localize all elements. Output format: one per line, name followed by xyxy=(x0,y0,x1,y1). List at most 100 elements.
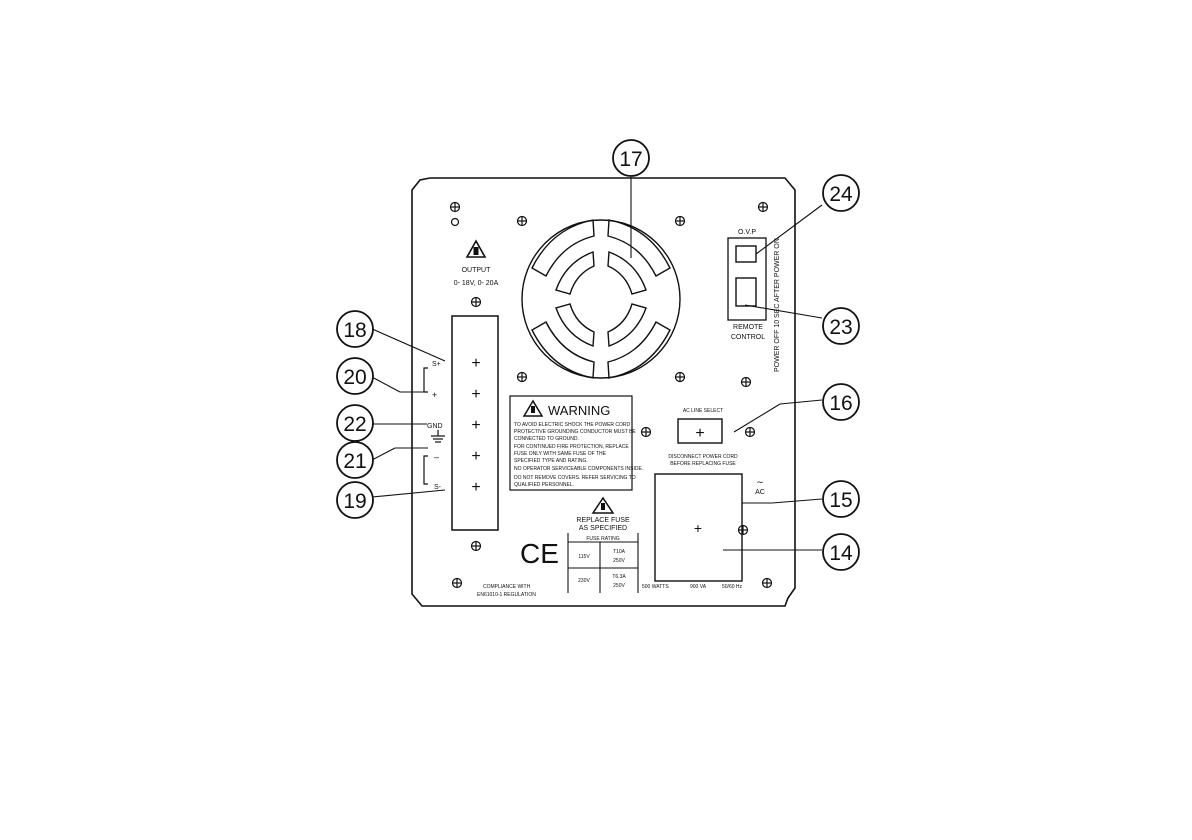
fuse-row-voltage: 230V xyxy=(578,578,590,584)
ac-inlet-symbol: + xyxy=(694,520,702,536)
fuse-hazard-icon xyxy=(591,496,615,514)
power-spec-hz: 50/60 Hz xyxy=(722,584,743,590)
ovp-remote-group xyxy=(727,237,767,321)
warning-line: NO OPERATOR SERVICEABLE COMPONENTS INSID… xyxy=(514,466,643,472)
power-off-note: POWER OFF 10 SEC AFTER POWER ON xyxy=(774,238,781,372)
ac-wave-icon: ∼ xyxy=(756,477,764,487)
mounting-screws xyxy=(449,201,773,589)
terminal-post-3[interactable]: + xyxy=(471,417,480,434)
warning-line: QUALIFIED PERSONNEL. xyxy=(514,482,574,488)
leader-lines xyxy=(369,177,823,551)
callout-number: 19 xyxy=(343,490,366,513)
warning-line: FUSE ONLY WITH SAME FUSE OF THE xyxy=(514,451,607,457)
replace-fuse-line1: REPLACE FUSE xyxy=(576,517,630,524)
callout-number: 22 xyxy=(343,413,366,436)
callout-number: 23 xyxy=(829,316,852,339)
screw-icon xyxy=(761,577,773,589)
warning-line: TO AVOID ELECTRIC SHOCK THE POWER CORD xyxy=(514,422,631,428)
screw-icon xyxy=(740,376,752,388)
fuse-rating-table xyxy=(567,533,639,593)
compliance-line1: COMPLIANCE WITH xyxy=(483,584,531,590)
fan-grille xyxy=(521,219,681,379)
screw-icon xyxy=(470,540,482,552)
terminal-post-1[interactable]: + xyxy=(471,355,480,372)
compliance-line2: EN61010-1 REGULATION xyxy=(477,592,536,598)
ac-line-select-label: AC LINE SELECT xyxy=(683,408,723,414)
callout-numbers: 17 24 23 16 15 14 18 20 22 21 19 xyxy=(343,148,853,565)
callout-17 xyxy=(612,139,650,177)
remote-label-line2: CONTROL xyxy=(731,334,765,341)
warning-line: FOR CONTINUED FIRE PROTECTION, REPLACE xyxy=(514,444,629,450)
ovp-adjust-button[interactable] xyxy=(735,245,757,263)
warning-line: CONNECTED TO GROUND. xyxy=(514,436,579,442)
fuse-row-voltage-rating: 250V xyxy=(613,583,625,589)
callout-number: 15 xyxy=(829,489,852,512)
rear-panel-outline xyxy=(411,177,796,607)
warning-line: DO NOT REMOVE COVERS. REFER SERVICING TO xyxy=(514,475,636,481)
replace-fuse-line2: AS SPECIFIED xyxy=(579,525,627,532)
callout-24 xyxy=(822,174,860,212)
fuse-row-voltage-rating: 250V xyxy=(613,558,625,564)
callout-18 xyxy=(336,310,374,348)
callout-15 xyxy=(822,480,860,518)
screw-icon xyxy=(674,215,686,227)
terminal-post-5[interactable]: + xyxy=(471,479,480,496)
fuse-row-rating: T6.3A xyxy=(612,574,626,580)
terminal-label-s-minus: S- xyxy=(434,484,442,491)
warning-line: PROTECTIVE GROUNDING CONDUCTOR MUST BE xyxy=(514,429,636,435)
callout-19 xyxy=(336,481,374,519)
screw-icon xyxy=(451,577,463,589)
screw-icon xyxy=(640,426,652,438)
callout-21 xyxy=(336,441,374,479)
warning-line: SPECIFIED TYPE AND RATING. xyxy=(514,458,588,464)
screw-icon xyxy=(757,201,769,213)
screw-icon xyxy=(674,371,686,383)
output-hazard-icon xyxy=(465,239,487,258)
warning-triangle-icon xyxy=(522,399,544,417)
ac-label: AC xyxy=(755,489,765,496)
callout-number: 16 xyxy=(829,392,852,415)
callout-number: 18 xyxy=(343,319,366,342)
screw-icon xyxy=(737,524,749,536)
output-rating: 0- 18V, 0- 20A xyxy=(454,280,499,287)
power-spec-watts: 500 WATTS xyxy=(642,584,669,590)
screw-icon xyxy=(449,201,461,213)
callout-number: 21 xyxy=(343,450,366,473)
warning-title: WARNING xyxy=(548,403,610,418)
callout-23 xyxy=(822,307,860,345)
remote-control-connector[interactable] xyxy=(735,277,757,307)
terminal-label-s-plus: S+ xyxy=(432,361,441,368)
terminal-strip: + + + + + xyxy=(451,315,499,531)
callout-number: 20 xyxy=(343,366,366,389)
screw-icon xyxy=(470,296,482,308)
screw-icon xyxy=(516,215,528,227)
callout-20 xyxy=(336,357,374,395)
hole-icon xyxy=(450,217,460,227)
terminal-label-minus: – xyxy=(434,452,439,462)
callout-16 xyxy=(822,383,860,421)
callouts xyxy=(336,139,860,571)
terminal-post-4[interactable]: + xyxy=(471,448,480,465)
terminal-label-gnd: GND xyxy=(427,423,443,430)
terminal-post-2[interactable]: + xyxy=(471,386,480,403)
ground-icon xyxy=(431,430,445,443)
screw-icon xyxy=(744,426,756,438)
fuse-rating-header: FUSE RATING xyxy=(586,536,619,542)
screw-icon xyxy=(516,371,528,383)
disconnect-line1: DISCONNECT POWER CORD xyxy=(668,454,738,460)
ac-line-select-switch[interactable] xyxy=(677,418,723,444)
callout-number: 24 xyxy=(829,183,853,206)
output-label: OUTPUT xyxy=(462,267,492,274)
callout-22 xyxy=(336,404,374,442)
warning-label: WARNING TO AVOID ELECTRIC SHOCK THE POWE… xyxy=(509,395,643,491)
fuse-row-rating: T10A xyxy=(613,549,626,555)
callout-number: 17 xyxy=(619,148,642,171)
ac-inlet-fuse-holder[interactable] xyxy=(654,473,743,582)
ovp-label: O.V.P xyxy=(738,229,756,236)
fuse-row-voltage: 115V xyxy=(578,554,590,560)
callout-number: 14 xyxy=(829,542,853,565)
callout-14 xyxy=(822,533,860,571)
terminal-label-plus: + xyxy=(432,390,437,400)
power-spec-va: 900 VA xyxy=(690,584,707,590)
